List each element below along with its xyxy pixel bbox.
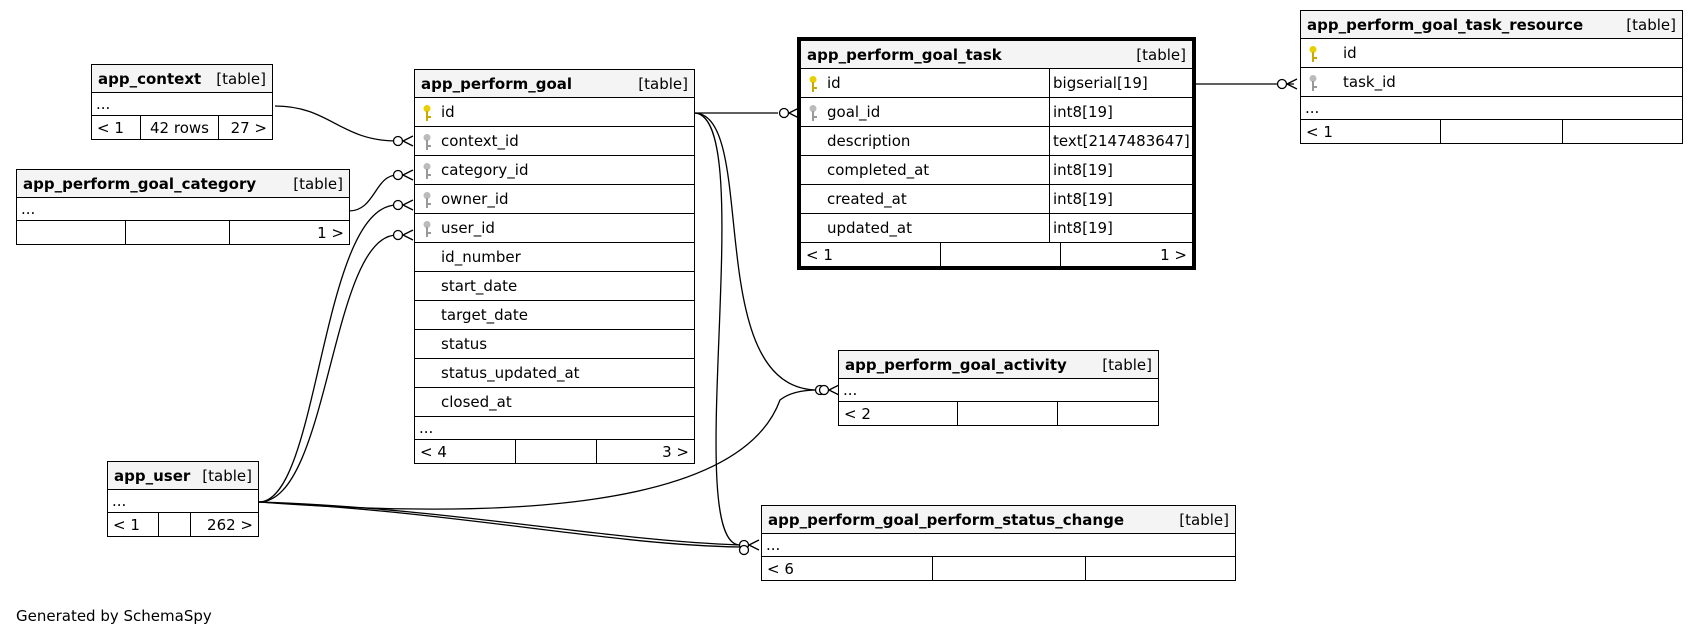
gray-key-icon: [809, 105, 817, 121]
column-row: id: [415, 98, 694, 127]
table-name: app_perform_goal_task_resource: [1307, 15, 1584, 34]
ellipsis-row: ...: [1301, 97, 1682, 120]
table-type: [table]: [638, 74, 688, 93]
table-app-perform-goal-activity[interactable]: app_perform_goal_activity [table] ... < 2: [838, 350, 1159, 426]
gold-key-icon: [423, 105, 431, 121]
link-user-status-2: [258, 501, 741, 548]
gray-key-icon: [423, 163, 431, 179]
gold-key-icon: [1309, 46, 1317, 62]
table-app-context[interactable]: app_context [table] ... < 1 42 rows 27 >: [91, 64, 273, 140]
column-row: target_date: [415, 301, 694, 330]
link-context: [274, 105, 398, 142]
table-name: app_perform_goal_task: [807, 45, 1002, 64]
column-row: id_number: [415, 243, 694, 272]
table-app-perform-goal[interactable]: app_perform_goal [table] id context_id ca…: [414, 69, 695, 464]
table-footer: < 4 3 >: [415, 440, 694, 463]
column-row: start_date: [415, 272, 694, 301]
column-row: owner_id: [415, 185, 694, 214]
table-type: [table]: [1179, 510, 1229, 529]
link-goal-status: [693, 112, 741, 546]
table-type: [table]: [216, 69, 266, 88]
link-user-owner: [258, 204, 398, 503]
link-category: [348, 174, 398, 212]
column-row: status_updated_at: [415, 359, 694, 388]
table-app-perform-goal-perform-status-change[interactable]: app_perform_goal_perform_status_change [t…: [761, 505, 1236, 581]
table-footer: < 2: [839, 402, 1158, 425]
column-row: category_id: [415, 156, 694, 185]
table-app-perform-goal-category[interactable]: app_perform_goal_category [table] ... 1 >: [16, 169, 350, 245]
column-row: status: [415, 330, 694, 359]
gold-key-icon: [809, 76, 817, 92]
column-row: closed_at: [415, 388, 694, 417]
table-app-user[interactable]: app_user [table] ... < 1 262 >: [107, 461, 259, 537]
table-type: [table]: [202, 466, 252, 485]
column-row: id: [1301, 39, 1682, 68]
column-row: user_id: [415, 214, 694, 243]
link-user-user: [258, 234, 398, 503]
gray-key-icon: [423, 192, 431, 208]
table-footer: < 1 1 >: [801, 243, 1192, 266]
ellipsis-row: ...: [108, 490, 258, 513]
table-name: app_context: [98, 69, 202, 88]
table-type: [table]: [1102, 355, 1152, 374]
ellipsis-row: ...: [92, 93, 272, 116]
column-row: context_id: [415, 127, 694, 156]
table-name: app_user: [114, 466, 191, 485]
table-type: [table]: [293, 174, 343, 193]
table-footer: < 1 262 >: [108, 513, 258, 536]
column-row: task_id: [1301, 68, 1682, 97]
link-user-status-1: [258, 501, 741, 546]
ellipsis-row: ...: [17, 198, 349, 221]
table-type: [table]: [1136, 45, 1186, 64]
ellipsis-row: ...: [762, 534, 1235, 557]
table-name: app_perform_goal_activity: [845, 355, 1067, 374]
gray-key-icon: [1309, 75, 1317, 91]
table-name: app_perform_goal_category: [23, 174, 257, 193]
table-footer: 1 >: [17, 221, 349, 244]
gray-key-icon: [423, 221, 431, 237]
table-footer: < 6: [762, 557, 1235, 580]
generated-by-label: Generated by SchemaSpy: [16, 607, 212, 625]
table-footer: < 1 42 rows 27 >: [92, 116, 272, 139]
table-footer: < 1: [1301, 120, 1682, 143]
table-app-perform-goal-task-resource[interactable]: app_perform_goal_task_resource [table] id…: [1300, 10, 1683, 144]
ellipsis-row: ...: [839, 379, 1158, 402]
gray-key-icon: [423, 134, 431, 150]
table-name: app_perform_goal_perform_status_change: [768, 510, 1125, 529]
table-name: app_perform_goal: [421, 74, 573, 93]
table-type: [table]: [1626, 15, 1676, 34]
ellipsis-row: ...: [415, 417, 694, 440]
